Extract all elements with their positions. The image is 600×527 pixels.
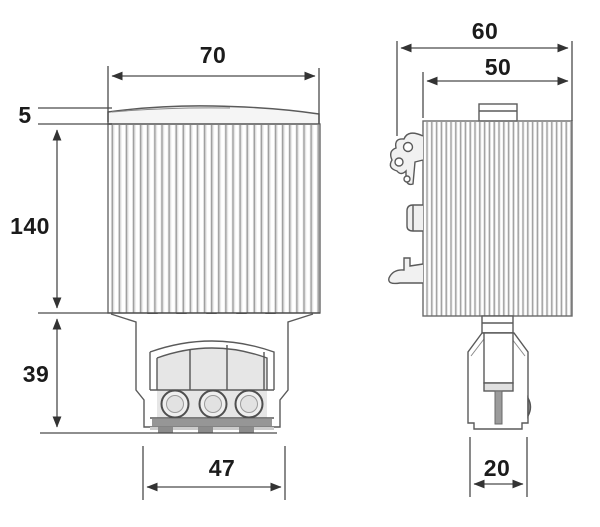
dim-label-cap-height: 5 (18, 102, 32, 128)
side-view-fins-texture (424, 122, 572, 316)
side-terminal-slot (483, 332, 514, 384)
din-clip-bottom-hook (388, 257, 424, 285)
dim-label-overall-depth: 60 (471, 18, 499, 44)
front-fin-body-outline (107, 123, 321, 314)
side-housing-bump (527, 395, 532, 419)
side-neck (481, 315, 514, 334)
front-view (107, 105, 321, 433)
front-view-fins-texture (108, 125, 320, 313)
dim-label-fin-body-height: 140 (10, 213, 50, 239)
dim-label-terminal-depth: 20 (483, 455, 511, 481)
dim-label-front-top-width: 70 (199, 42, 227, 68)
front-feet (150, 427, 274, 433)
din-clip-middle-lug (406, 204, 423, 232)
front-base-strip (152, 419, 272, 426)
dim-label-body-depth: 50 (484, 54, 512, 80)
side-top-tab (478, 103, 518, 122)
front-terminal-screws (160, 389, 264, 419)
dimension-lines (38, 41, 573, 500)
front-top-cap (107, 105, 320, 125)
side-screw-channel (494, 390, 503, 425)
front-terminal-dividers (189, 345, 265, 390)
dim-label-bottom-width: 47 (208, 455, 236, 481)
front-terminal-arch (149, 340, 275, 390)
dim-label-terminal-section-height: 39 (22, 361, 50, 387)
side-fin-body-outline (422, 120, 573, 317)
side-view (388, 103, 573, 430)
din-clip-top-latch (389, 132, 424, 186)
